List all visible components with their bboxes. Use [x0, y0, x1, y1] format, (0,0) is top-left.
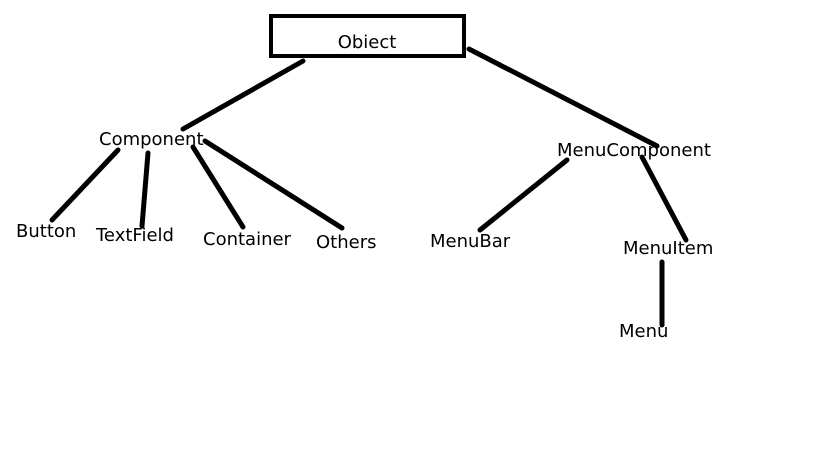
node-menu: Menu — [619, 321, 668, 342]
node-labels: Component MenuComponent Button TextField… — [16, 129, 713, 342]
node-container: Container — [203, 229, 292, 250]
edge-component-button — [49, 147, 121, 223]
edge-object-component — [180, 58, 306, 132]
node-menu-component: MenuComponent — [557, 140, 711, 161]
edge-component-textfield — [139, 150, 151, 229]
edge-menucomponent-menubar — [477, 157, 570, 233]
edge-component-container — [190, 144, 246, 230]
root-node-box — [269, 14, 466, 58]
node-textfield: TextField — [95, 225, 174, 246]
edge-menucomponent-menuitem — [639, 154, 689, 243]
edge-component-others — [202, 138, 345, 231]
edge-object-menucomponent — [466, 46, 660, 149]
edges — [49, 46, 689, 328]
root-node: Obiect — [269, 14, 466, 58]
node-menuitem: MenuItem — [623, 238, 713, 259]
node-menubar: MenuBar — [430, 231, 511, 252]
root-node-label: Obiect — [338, 32, 397, 53]
node-others: Others — [316, 232, 377, 253]
node-button: Button — [16, 221, 76, 242]
node-component: Component — [99, 129, 204, 150]
